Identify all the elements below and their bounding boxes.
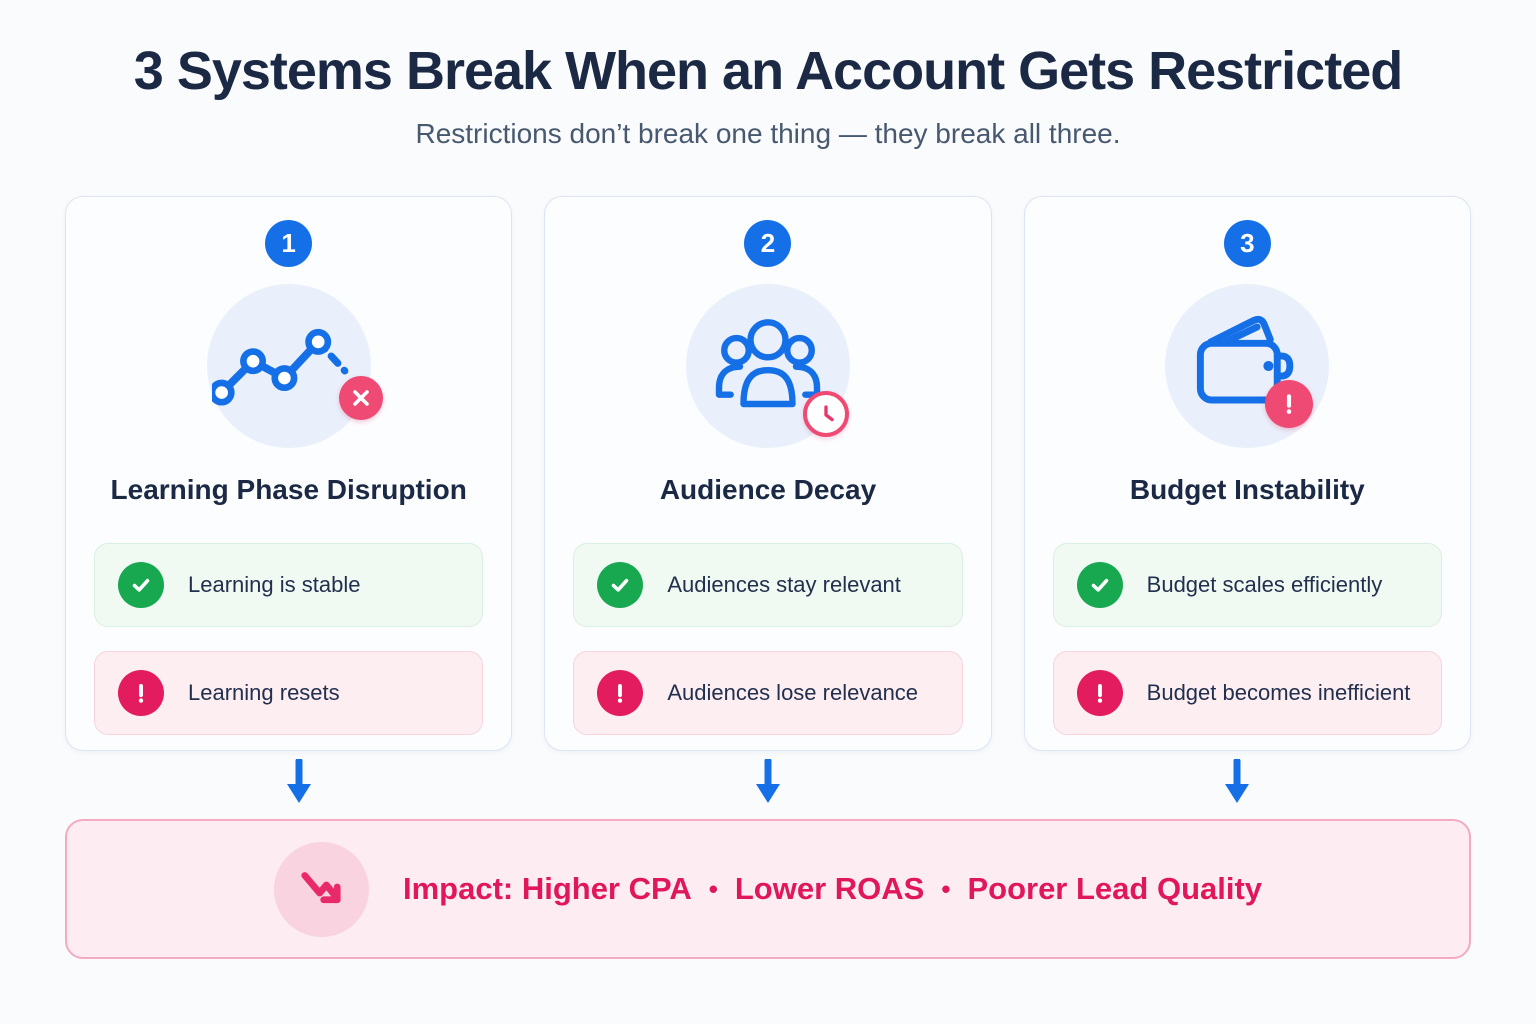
cards-row: 1 Learnin: [0, 196, 1536, 751]
trend-down-icon: [301, 872, 342, 904]
impact-text-part: Lower ROAS: [734, 871, 925, 906]
impact-text-part: Poorer Lead Quality: [967, 871, 1263, 906]
exclamation-icon: [597, 670, 644, 716]
flow-arrows: [0, 759, 1536, 805]
status-bad: Learning resets: [94, 651, 484, 735]
status-good: Learning is stable: [94, 543, 484, 627]
check-icon: [118, 562, 164, 608]
status-good-label: Budget scales efficiently: [1146, 572, 1383, 597]
status-good-label: Audiences stay relevant: [667, 572, 901, 597]
alert-badge: [1265, 380, 1314, 428]
card-budget-instability: 3: [1023, 196, 1471, 751]
status-good-label: Learning is stable: [188, 572, 361, 597]
clock-badge: [802, 391, 849, 437]
number-badge: 2: [744, 220, 792, 267]
check-icon: [1076, 562, 1123, 608]
declining-trend-chart-icon: [211, 328, 349, 406]
x-icon: [352, 390, 369, 406]
number-badge: 3: [1223, 220, 1271, 267]
card-icon-wrap: [685, 284, 850, 448]
card-title: Learning Phase Disruption: [110, 474, 467, 505]
bullet-separator: •: [941, 873, 951, 904]
page-title: 3 Systems Break When an Account Gets Res…: [133, 41, 1403, 101]
x-badge: [338, 376, 383, 420]
clock-icon: [824, 405, 834, 422]
card-icon-wrap: [206, 284, 383, 448]
status-bad: Budget becomes inefficient: [1052, 651, 1442, 735]
down-arrow-icon: [1224, 759, 1249, 803]
impact-icon-circle: [273, 841, 369, 937]
impact-text-part: Impact: Higher CPA: [402, 871, 692, 906]
icon-circle: [206, 284, 371, 448]
card-learning-phase-disruption: 1 Learnin: [65, 196, 513, 751]
card-audience-decay: 2: [544, 196, 992, 751]
wallet-icon: [1197, 315, 1294, 404]
status-good: Audiences stay relevant: [573, 543, 963, 627]
exclamation-icon: [118, 670, 164, 716]
card-title: Audience Decay: [659, 474, 877, 505]
bullet-separator: •: [708, 873, 718, 904]
impact-label: Impact: Higher CPA • Lower ROAS • Poorer…: [403, 871, 1262, 907]
exclamation-icon: [1287, 394, 1292, 414]
card-icon-wrap: [1165, 284, 1330, 448]
page-subtitle: Restrictions don’t break one thing — the…: [415, 118, 1121, 149]
status-bad-label: Audiences lose relevance: [667, 680, 919, 705]
audience-group-icon: [715, 319, 821, 408]
status-bad-label: Learning resets: [188, 680, 340, 705]
status-good: Budget scales efficiently: [1052, 543, 1442, 627]
down-arrow-icon: [287, 759, 312, 803]
header: 3 Systems Break When an Account Gets Res…: [0, 0, 1536, 150]
card-title: Budget Instability: [1129, 474, 1365, 505]
number-badge: 1: [265, 220, 313, 267]
impact-banner: Impact: Higher CPA • Lower ROAS • Poorer…: [65, 819, 1471, 959]
status-bad: Audiences lose relevance: [573, 651, 963, 735]
icon-circle: [1165, 284, 1330, 448]
status-bad-label: Budget becomes inefficient: [1146, 680, 1411, 705]
exclamation-icon: [1076, 670, 1123, 716]
down-arrow-icon: [756, 759, 780, 803]
check-icon: [597, 562, 644, 608]
